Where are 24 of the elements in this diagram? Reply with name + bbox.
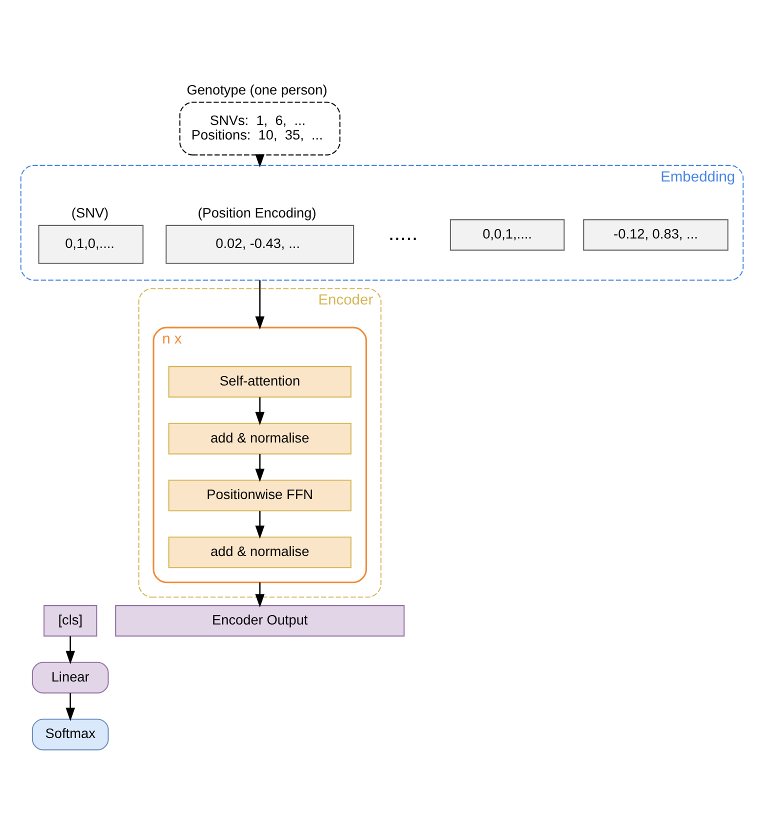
node-box: Encoder Output <box>115 604 405 636</box>
node-label: n x <box>162 331 182 348</box>
node-label: Genotype (one person) <box>186 82 328 97</box>
label: ..... <box>388 222 418 245</box>
arrow <box>255 154 265 168</box>
node-box: Softmax <box>32 718 109 750</box>
node-box: Self-attention <box>168 366 352 398</box>
node-box: Positionwise FFN <box>168 479 352 511</box>
arrow <box>255 396 265 425</box>
arrow <box>255 582 265 607</box>
node-label: (SNV) <box>71 204 109 220</box>
node-box: Linear <box>32 661 109 693</box>
arrow <box>255 454 265 482</box>
node-box: add & normalise <box>168 536 352 568</box>
arrow <box>66 692 75 721</box>
node-box: [cls] <box>44 604 98 636</box>
arrow <box>66 636 75 664</box>
node-box: 0,0,1,.... <box>450 218 565 250</box>
node-label: (Position Encoding) <box>198 204 316 220</box>
node-box: add & normalise <box>168 422 352 454</box>
node-box: -0.12, 0.83, ... <box>583 218 728 250</box>
cluster <box>152 326 367 583</box>
arrow <box>255 280 265 330</box>
arrow <box>255 510 265 538</box>
